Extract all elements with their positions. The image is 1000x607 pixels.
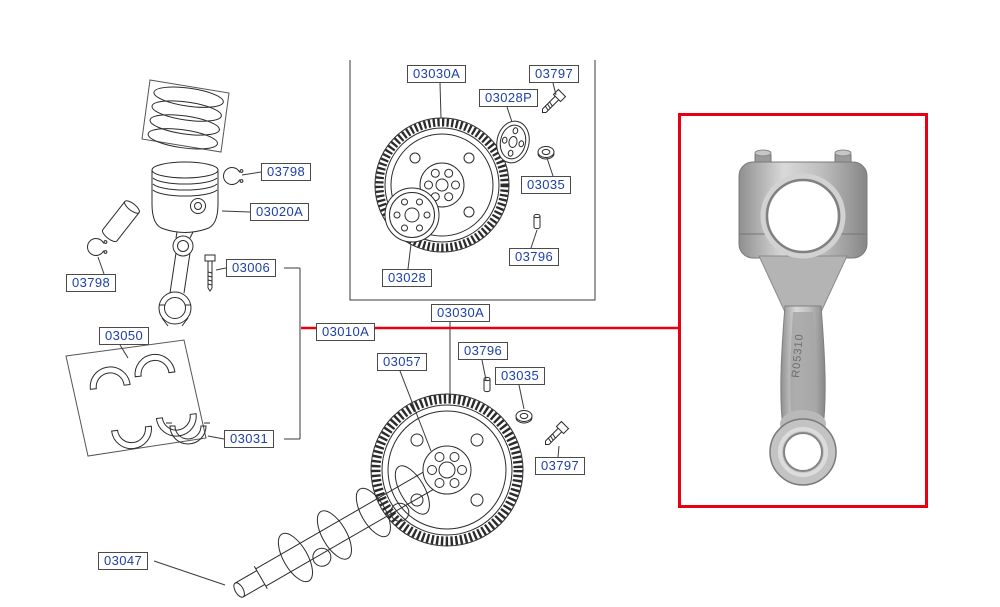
snap-ring-right-drawing bbox=[223, 167, 244, 185]
pin-top-drawing bbox=[533, 213, 541, 230]
bolt-top-drawing bbox=[542, 88, 567, 113]
flywheel-drawing bbox=[370, 393, 524, 547]
part-label-bolt-top[interactable]: 03797 bbox=[529, 65, 580, 83]
part-label-bearing-set[interactable]: 03050 bbox=[99, 327, 150, 345]
crank-adapter-drawing bbox=[384, 187, 440, 243]
bearing-set-drawing bbox=[65, 339, 207, 457]
part-label-pin-top[interactable]: 03796 bbox=[509, 248, 560, 266]
part-label-pin-bottom[interactable]: 03796 bbox=[458, 342, 509, 360]
part-label-piston[interactable]: 03020A bbox=[250, 203, 310, 221]
leader-lines bbox=[97, 82, 560, 586]
adapter-plate-drawing bbox=[496, 120, 530, 164]
part-label-adapter-plate[interactable]: 03028P bbox=[479, 89, 539, 107]
rod-cap-drawing bbox=[166, 422, 210, 445]
part-label-crank-adapter[interactable]: 03028 bbox=[382, 269, 433, 287]
part-label-drive-plate[interactable]: 03030A bbox=[407, 65, 467, 83]
part-label-pilot-part[interactable]: 03057 bbox=[377, 353, 428, 371]
drive-plate-drawing bbox=[374, 117, 510, 253]
crankshaft-drawing bbox=[233, 455, 455, 598]
part-label-washer-top[interactable]: 03035 bbox=[521, 176, 572, 194]
part-label-snap-ring-right[interactable]: 03798 bbox=[261, 163, 312, 181]
rod-bolt-drawing bbox=[204, 254, 216, 292]
connecting-rod-photo: R05310 bbox=[738, 149, 868, 486]
part-label-washer-bottom[interactable]: 03035 bbox=[495, 367, 546, 385]
section-border bbox=[349, 60, 596, 301]
piston-pin-drawing bbox=[101, 200, 140, 243]
piston-rings-drawing bbox=[141, 79, 230, 153]
part-label-rod-assembly[interactable]: 03010A bbox=[316, 323, 376, 341]
pin-bottom-drawing bbox=[483, 376, 491, 393]
part-label-crankshaft[interactable]: 03047 bbox=[98, 552, 149, 570]
part-label-bolt-bottom[interactable]: 03797 bbox=[535, 457, 586, 475]
connecting-rod-drawing bbox=[158, 231, 194, 327]
snap-ring-left-drawing bbox=[87, 238, 108, 256]
washer-top-drawing bbox=[537, 146, 555, 160]
piston-drawing bbox=[151, 161, 219, 233]
bolt-bottom-drawing bbox=[545, 420, 570, 445]
part-label-snap-ring-left[interactable]: 03798 bbox=[66, 274, 117, 292]
part-label-rod-cap[interactable]: 03031 bbox=[224, 430, 275, 448]
washer-bottom-drawing bbox=[515, 410, 533, 424]
part-label-flywheel[interactable]: 03030A bbox=[431, 304, 491, 322]
part-label-rod-bolt[interactable]: 03006 bbox=[226, 259, 277, 277]
highlight-box: R05310 bbox=[678, 113, 928, 508]
rod-marking-text: R05310 bbox=[790, 333, 806, 378]
